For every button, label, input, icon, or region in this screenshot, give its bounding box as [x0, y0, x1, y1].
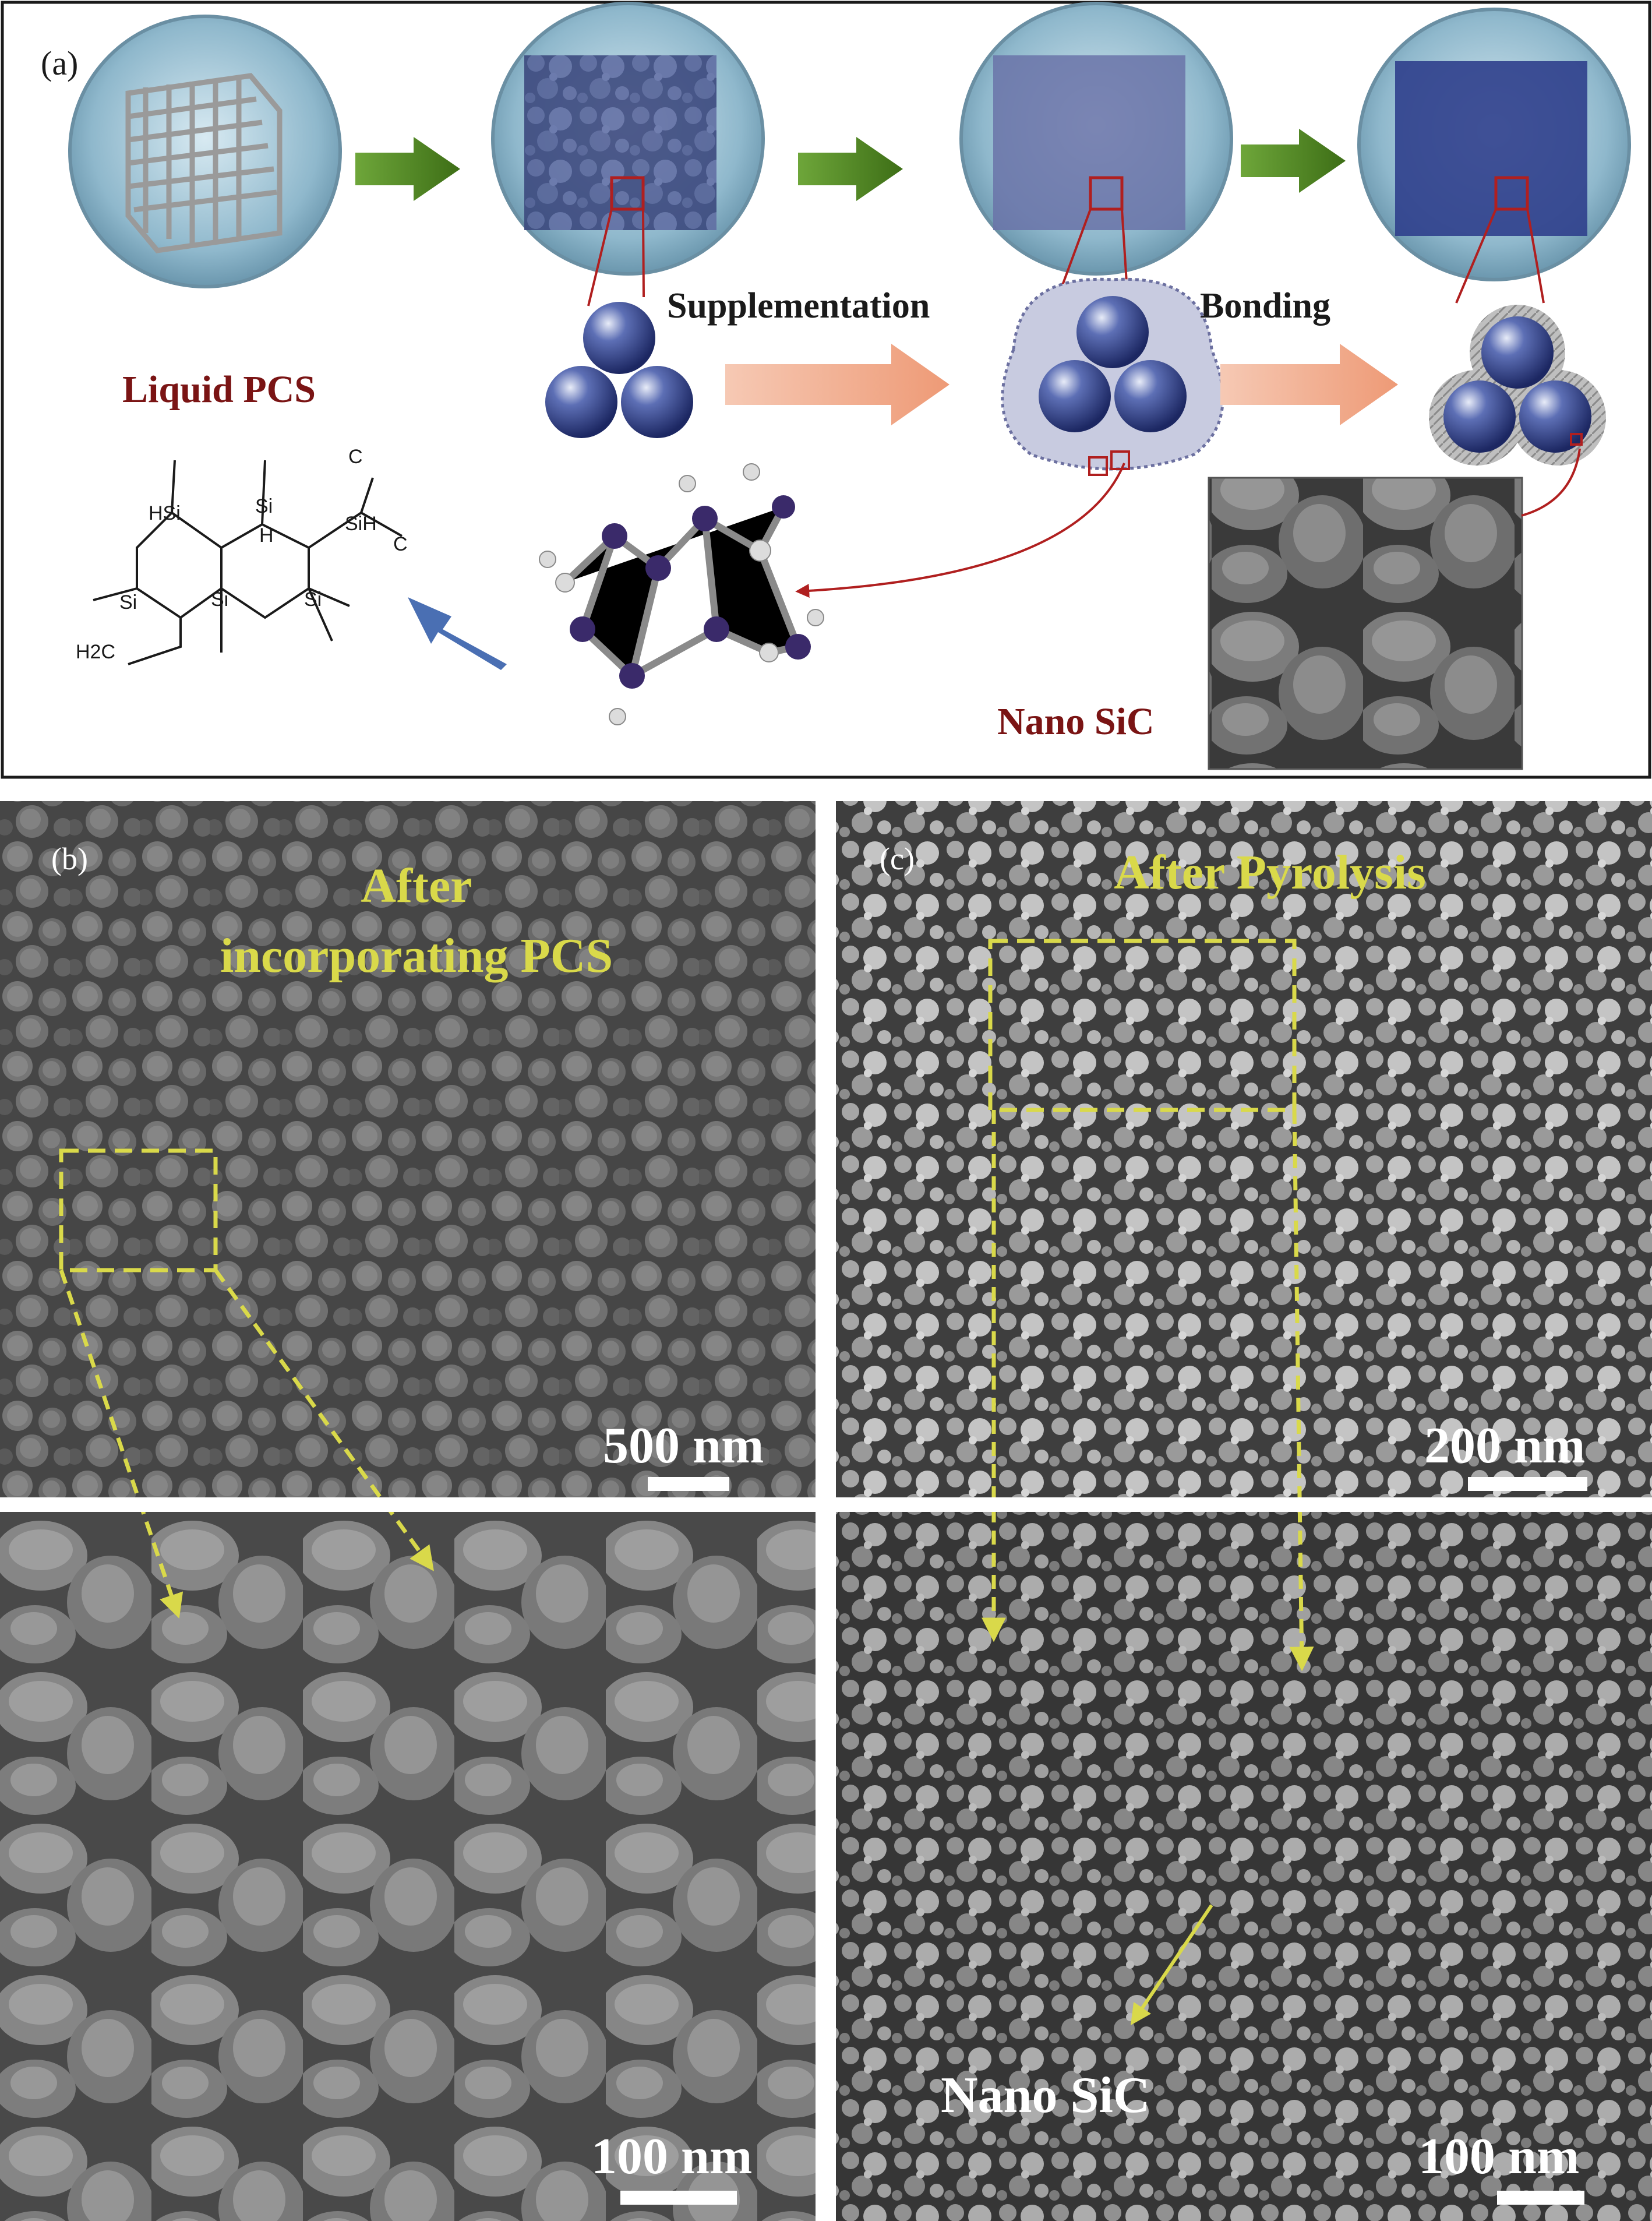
panel-c-title: After Pyrolysis — [1114, 845, 1426, 900]
scale-b-top: 500 nm — [603, 1418, 764, 1474]
panel-b-title-2: incorporating PCS — [220, 929, 613, 983]
svg-text:Si: Si — [211, 588, 228, 611]
panel-a-label: (a) — [41, 44, 78, 82]
molecule-pointer — [795, 463, 1125, 598]
svg-text:SiH: SiH — [345, 513, 377, 535]
panel-c-annotation: Nano SiC — [941, 2067, 1150, 2124]
sem-b-bottom — [0, 1512, 816, 2221]
stage-2-filled — [491, 2, 765, 276]
svg-text:H: H — [259, 524, 274, 547]
spheres-pcs — [1001, 277, 1224, 476]
stage-4-bonded — [1357, 8, 1631, 281]
label-supplementation: Supplementation — [667, 286, 930, 326]
panel-b-label: (b) — [51, 841, 88, 876]
blue-arrow — [408, 597, 507, 670]
sem-c-top — [836, 801, 1652, 1497]
zoom-lines — [587, 209, 1545, 306]
nano-sic-inset — [1208, 448, 1581, 770]
zoom-box-c — [988, 939, 1297, 1112]
salmon-arrows — [725, 344, 1398, 425]
spheres-bonded — [1429, 305, 1606, 466]
scale-b-bottom: 100 nm — [591, 2128, 752, 2185]
scale-c-bottom: 100 nm — [1418, 2128, 1579, 2185]
sem-b-top — [0, 801, 816, 1497]
panel-c: (c) After Pyrolysis Nano SiC 200 nm 100 … — [836, 801, 1652, 2221]
pcs-structure — [93, 460, 403, 665]
svg-text:H2C: H2C — [76, 641, 115, 663]
scale-c-top: 200 nm — [1424, 1418, 1585, 1474]
pcs-molecule — [539, 463, 824, 725]
scalebar-c-top — [1468, 1477, 1587, 1491]
panel-b: (b) After incorporating PCS 500 nm 100 n… — [0, 801, 816, 2221]
panel-a: (a) — [1, 1, 1651, 779]
scalebar-c-bottom — [1497, 2191, 1584, 2205]
svg-text:HSi: HSi — [149, 502, 181, 524]
green-arrows — [355, 129, 1346, 201]
label-bonding: Bonding — [1200, 286, 1330, 326]
pcs-atom-labels: HSi Si H SiH C C Si Si Si H2C — [76, 446, 408, 663]
scalebar-b-top — [648, 1477, 729, 1491]
label-nano-sic: Nano SiC — [997, 700, 1155, 743]
svg-text:C: C — [348, 446, 363, 468]
scalebar-b-bottom — [620, 2191, 737, 2205]
svg-text:Si: Si — [255, 495, 273, 517]
svg-text:Si: Si — [119, 591, 137, 614]
panel-c-label: (c) — [880, 841, 915, 876]
svg-text:C: C — [393, 533, 408, 555]
stage-3-pcs — [959, 2, 1233, 276]
nano-sic-pointer — [1130, 1904, 1213, 2025]
svg-text:Si: Si — [304, 588, 322, 611]
panel-b-title-1: After — [361, 859, 472, 913]
label-liquid-pcs: Liquid PCS — [122, 368, 316, 411]
zoom-box-b — [59, 1148, 218, 1272]
sem-c-bottom — [836, 1512, 1652, 2221]
stage-1-scaffold — [68, 15, 342, 288]
